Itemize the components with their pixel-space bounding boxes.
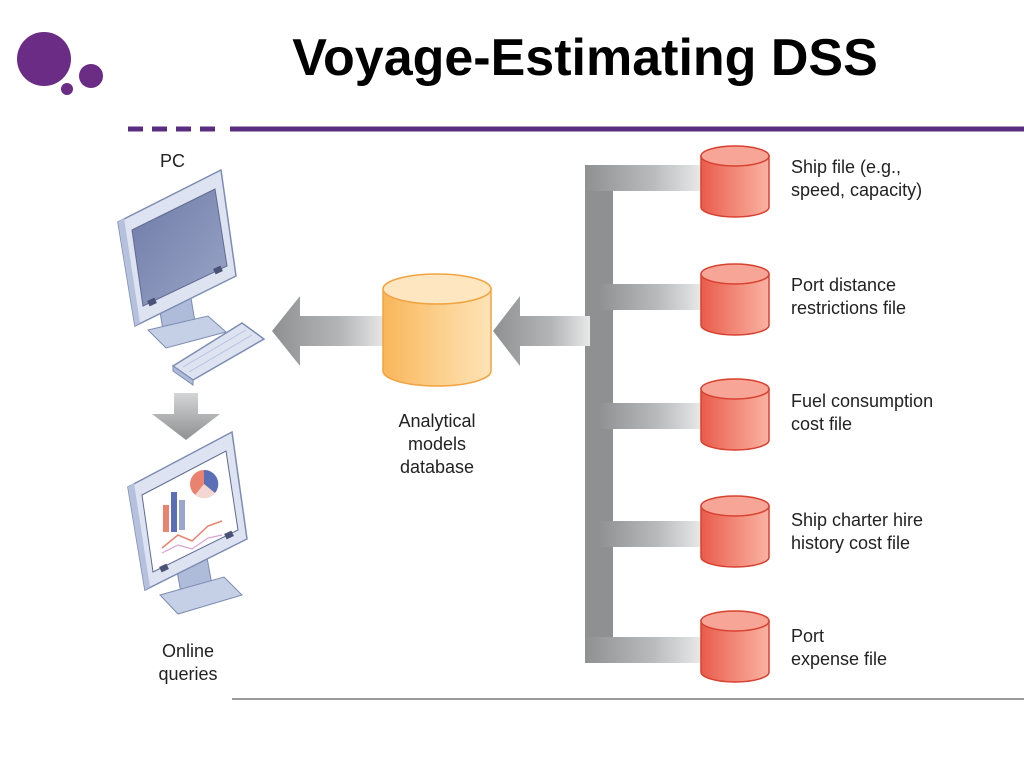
file-label-line: Port — [791, 626, 825, 646]
report-monitor-icon — [127, 430, 248, 615]
file-label-fuel: Fuel consumption cost file — [791, 390, 933, 436]
file-label-line: Ship charter hire — [791, 510, 924, 530]
connector-bus — [585, 165, 707, 663]
arrow-to-pc — [272, 296, 385, 366]
arrow-down-to-queries — [152, 393, 220, 440]
database-icon — [700, 263, 770, 336]
file-label-charter: Ship charter hire history cost file — [791, 509, 923, 555]
file-label-port-expense: Port expense file — [791, 625, 887, 671]
file-label-line: history cost file — [791, 533, 911, 553]
file-label-line: Fuel consumption — [791, 391, 934, 411]
arrow-to-models-database — [493, 296, 590, 366]
pc-monitor-icon — [117, 168, 237, 349]
page-title: Voyage-Estimating DSS — [292, 29, 878, 87]
models-database-line: Analytical — [398, 411, 476, 431]
file-label-line: cost file — [791, 414, 853, 434]
file-label-line: Port distance — [791, 275, 897, 295]
file-label-port-distance: Port distance restrictions file — [791, 274, 906, 320]
file-label-line: restrictions file — [791, 298, 907, 318]
database-icon — [700, 378, 770, 451]
file-label-line: speed, capacity) — [791, 180, 923, 200]
online-queries-label: Online queries — [150, 640, 226, 686]
models-database-line: models — [407, 434, 467, 454]
pc-label: PC — [160, 151, 186, 171]
logo-icon — [17, 32, 103, 95]
online-queries-line: queries — [158, 664, 218, 684]
file-label-line: expense file — [791, 649, 888, 669]
online-queries-line: Online — [161, 641, 215, 661]
keyboard-icon — [171, 322, 266, 386]
file-label-line: Ship file (e.g., — [791, 157, 902, 177]
models-database-label: Analytical models database — [377, 410, 497, 479]
models-database-icon — [382, 273, 492, 387]
file-label-ship: Ship file (e.g., speed, capacity) — [791, 156, 922, 202]
models-database-line: database — [399, 457, 475, 477]
database-icon — [700, 610, 770, 683]
database-icon — [700, 145, 770, 218]
file-databases — [700, 145, 770, 683]
database-icon — [700, 495, 770, 568]
